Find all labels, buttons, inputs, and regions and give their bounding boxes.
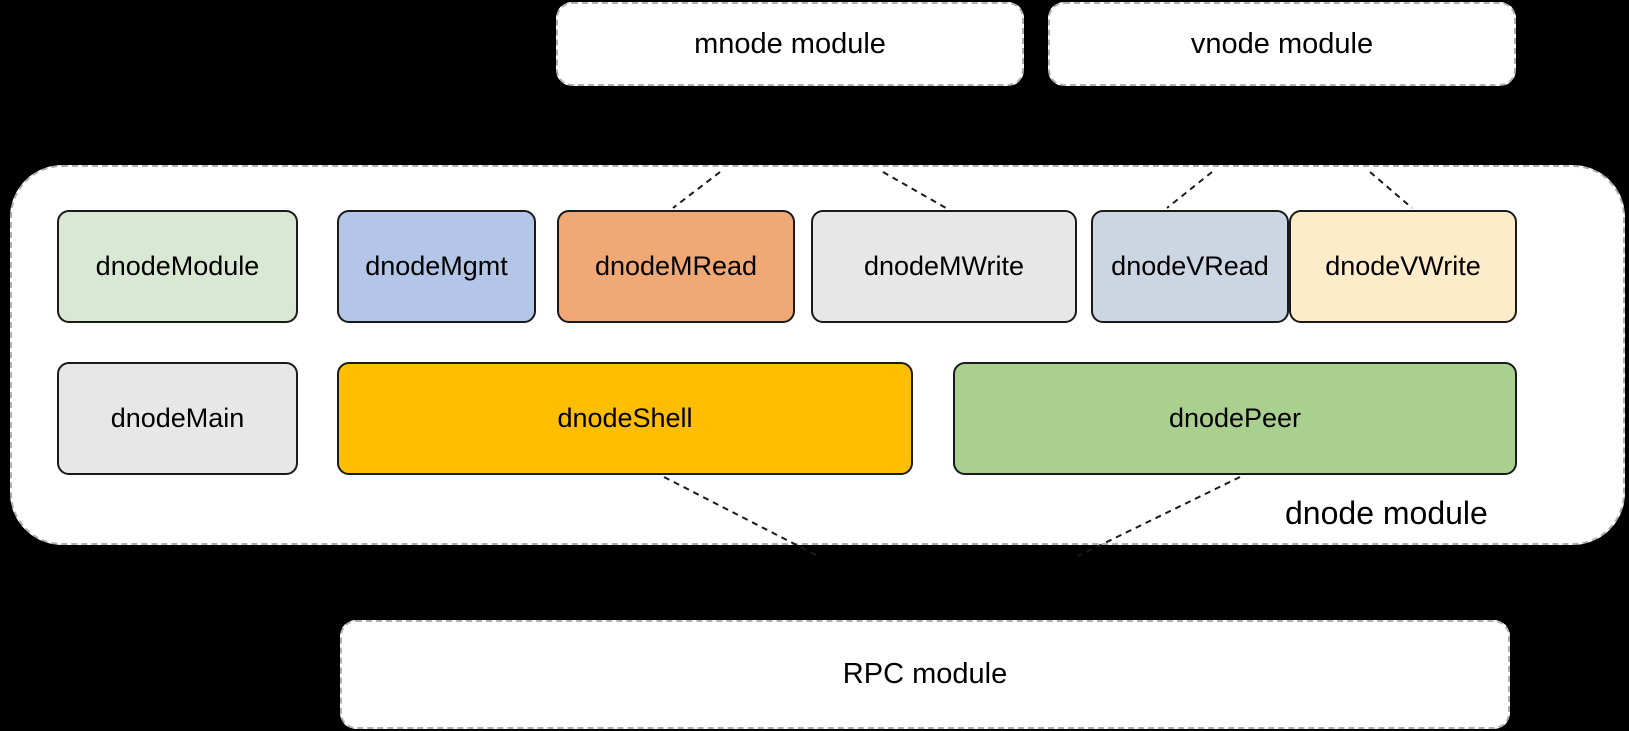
node-box-dnodemgmt[interactable]: dnodeMgmt — [337, 210, 536, 323]
node-box-dnodevwrite[interactable]: dnodeVWrite — [1289, 210, 1517, 323]
module-label-rpc: RPC module — [842, 658, 1008, 690]
node-label-dnodemread: dnodeMRead — [594, 251, 758, 282]
module-label-vnode: vnode module — [1190, 27, 1374, 60]
node-box-dnodemwrite[interactable]: dnodeMWrite — [811, 210, 1077, 323]
node-label-dnodepeer: dnodePeer — [1168, 403, 1302, 434]
node-label-dnodemodule: dnodeModule — [95, 251, 260, 282]
node-label-dnodevread: dnodeVRead — [1111, 251, 1269, 282]
node-box-dnodemodule[interactable]: dnodeModule — [57, 210, 298, 323]
node-box-dnodeshell[interactable]: dnodeShell — [337, 362, 913, 475]
node-box-dnodepeer[interactable]: dnodePeer — [953, 362, 1517, 475]
node-label-dnodemgmt: dnodeMgmt — [365, 251, 508, 282]
module-box-mnode[interactable]: mnode module — [556, 2, 1024, 86]
node-box-dnodemread[interactable]: dnodeMRead — [557, 210, 795, 323]
dnode-module-label: dnode module — [1285, 495, 1488, 531]
node-box-dnodemain[interactable]: dnodeMain — [57, 362, 298, 475]
module-label-mnode: mnode module — [694, 27, 886, 60]
module-box-vnode[interactable]: vnode module — [1048, 2, 1516, 86]
module-box-rpc[interactable]: RPC module — [340, 620, 1510, 729]
node-box-dnodevread[interactable]: dnodeVRead — [1091, 210, 1289, 323]
node-label-dnodemain: dnodeMain — [110, 403, 245, 434]
node-label-dnodemwrite: dnodeMWrite — [863, 251, 1025, 282]
node-label-dnodevwrite: dnodeVWrite — [1325, 251, 1481, 282]
node-label-dnodeshell: dnodeShell — [557, 403, 693, 434]
